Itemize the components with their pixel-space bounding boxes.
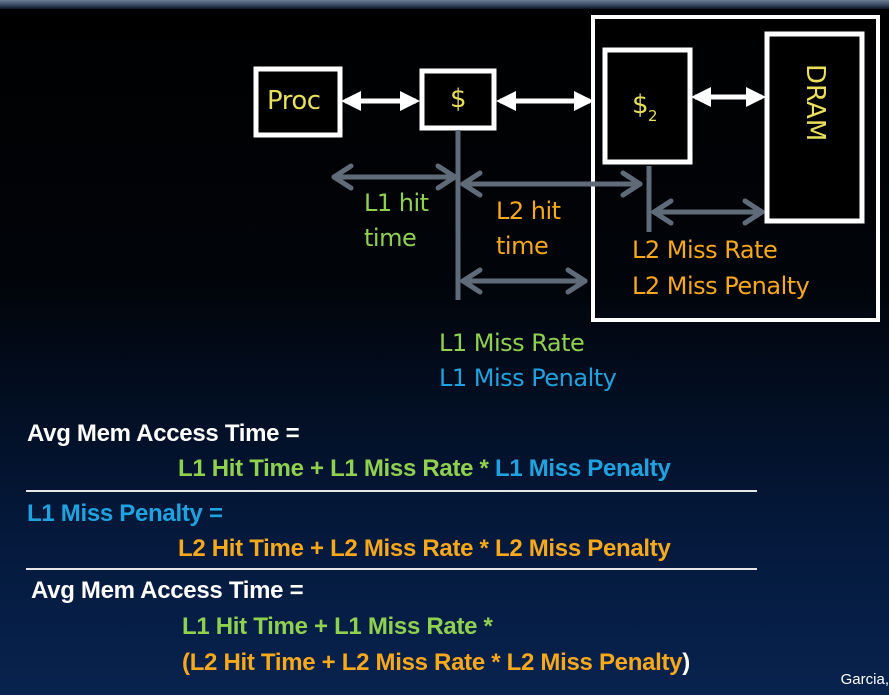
l1-hit-time-label-line2: time xyxy=(364,224,417,252)
l2-cache-label: $2 xyxy=(632,90,658,125)
l2-hit-time-label-line1: L2 hit xyxy=(496,197,561,225)
eq2-lhs: L1 Miss Penalty = xyxy=(27,500,223,527)
l2-hit-time-label-line2: time xyxy=(496,232,549,260)
l1-hit-time-arrow xyxy=(331,163,458,191)
eq3-lhs: Avg Mem Access Time = xyxy=(31,577,304,604)
dram-label: DRAM xyxy=(800,64,830,142)
proc-box xyxy=(253,66,343,138)
l1-cache-label: $ xyxy=(450,84,467,114)
l2-hit-time-arrow xyxy=(460,170,643,198)
dram-box xyxy=(764,31,865,224)
l1-miss-penalty-label: L1 Miss Penalty xyxy=(439,364,617,392)
eq3-rhs-line1: L1 Hit Time + L1 Miss Rate * xyxy=(182,613,493,640)
footer-author: Garcia, xyxy=(840,671,889,688)
divider-1 xyxy=(26,490,757,492)
l1-miss-rate-label: L1 Miss Rate xyxy=(439,329,585,357)
l2-dram-enclosure xyxy=(591,15,880,322)
l2-cache-box xyxy=(602,47,693,165)
eq1-rhs: L1 Hit Time + L1 Miss Rate * L1 Miss Pen… xyxy=(178,455,671,482)
l1-cache-box xyxy=(419,68,497,131)
eq3-rhs-line2: (L2 Hit Time + L2 Miss Rate * L2 Miss Pe… xyxy=(182,649,690,676)
l2-miss-penalty-label: L2 Miss Penalty xyxy=(632,272,810,300)
l2-miss-rate-label: L2 Miss Rate xyxy=(632,236,778,264)
eq2-rhs: L2 Hit Time + L2 Miss Rate * L2 Miss Pen… xyxy=(178,535,671,562)
proc-label: Proc xyxy=(267,86,321,116)
eq1-lhs: Avg Mem Access Time = xyxy=(27,420,300,447)
l1-miss-penalty-arrow xyxy=(460,267,588,295)
l1-hit-time-label-line1: L1 hit xyxy=(364,189,429,217)
title-bar-strip xyxy=(0,0,889,9)
l2-miss-penalty-arrow xyxy=(651,198,765,226)
divider-2 xyxy=(26,568,757,570)
